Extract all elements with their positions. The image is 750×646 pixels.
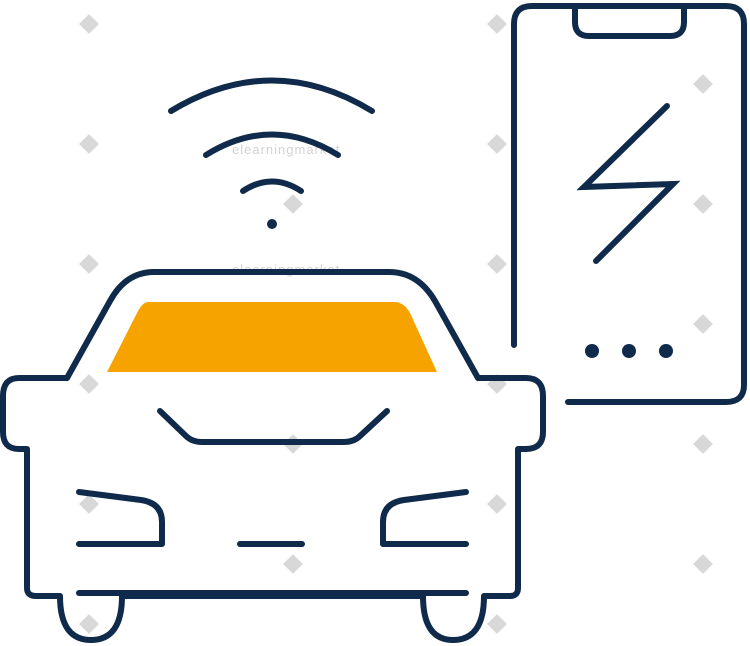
right-headlight (380, 489, 469, 547)
wifi-signal-icon (168, 77, 375, 229)
three-dots-icon (585, 344, 673, 358)
car-icon (0, 269, 546, 643)
wifi-arc-inner (240, 178, 304, 194)
lightning-bolt-icon (576, 103, 681, 264)
svg-text:elearningmarket: elearningmarket (232, 142, 340, 157)
left-headlight (76, 489, 165, 547)
smartphone-icon (511, 3, 747, 405)
phone-body (511, 3, 747, 405)
wifi-arc-outer (168, 77, 375, 114)
car-body-outline (0, 269, 546, 643)
wifi-dot (267, 219, 277, 229)
watermark-text: elearningmarket elearningmarket (232, 142, 340, 277)
wifi-arc-middle (203, 131, 341, 158)
phone-notch (572, 5, 687, 39)
windshield (107, 302, 437, 372)
hood-line (157, 408, 390, 445)
